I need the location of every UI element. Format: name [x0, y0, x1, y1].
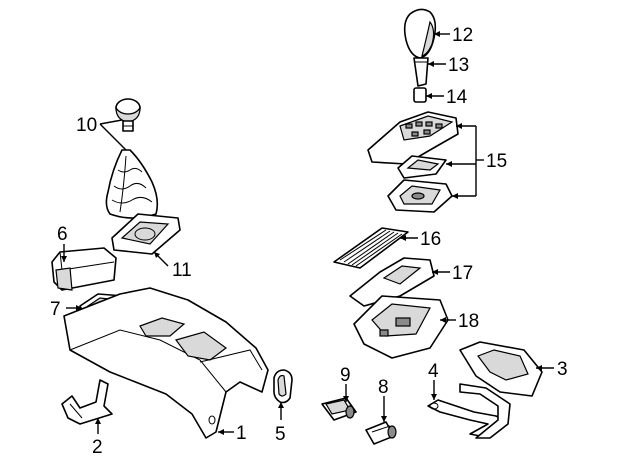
callout-11: 11: [172, 260, 192, 281]
part-10-shift-boot: [105, 149, 159, 219]
callout-4: 4: [428, 361, 439, 382]
part-11-boot-frame: [111, 213, 181, 255]
callout-9: 9: [340, 365, 351, 386]
part-6-storage-lid: [51, 247, 117, 291]
callout-1: 1: [236, 423, 247, 444]
callout-3: 3: [557, 359, 568, 380]
callout-15: 15: [486, 151, 507, 172]
part-18-base-bracket: [353, 295, 449, 359]
callout-14: 14: [446, 87, 468, 108]
callout-8: 8: [378, 377, 389, 398]
part-2-bracket: [61, 379, 113, 425]
callout-18: 18: [458, 311, 479, 332]
part-8-lighter: [365, 421, 397, 445]
callout-6: 6: [57, 224, 68, 245]
part-10-shift-knob: [115, 98, 141, 132]
part-16-grille: [333, 227, 409, 269]
callout-10: 10: [76, 115, 97, 136]
leader-lines: [61, 31, 554, 435]
callout-12: 12: [452, 25, 473, 46]
part-14-button: [413, 87, 427, 103]
part-9-lighter-socket: [321, 397, 357, 421]
part-13-knob-sleeve: [413, 57, 429, 87]
part-5-plug: [273, 369, 293, 404]
part-3-bezel: [459, 341, 543, 397]
part-15-shifter-housing: [367, 111, 459, 213]
callout-2: 2: [92, 437, 103, 458]
callout-7: 7: [50, 299, 61, 320]
callout-13: 13: [448, 55, 469, 76]
part-1-center-console: [63, 287, 269, 439]
callout-5: 5: [275, 424, 286, 445]
part-4-handle: [427, 383, 511, 439]
part-12-auto-shift-knob: [403, 8, 437, 59]
callout-16: 16: [420, 229, 441, 250]
part-17-shift-panel: [349, 257, 435, 307]
callout-17: 17: [452, 263, 473, 284]
